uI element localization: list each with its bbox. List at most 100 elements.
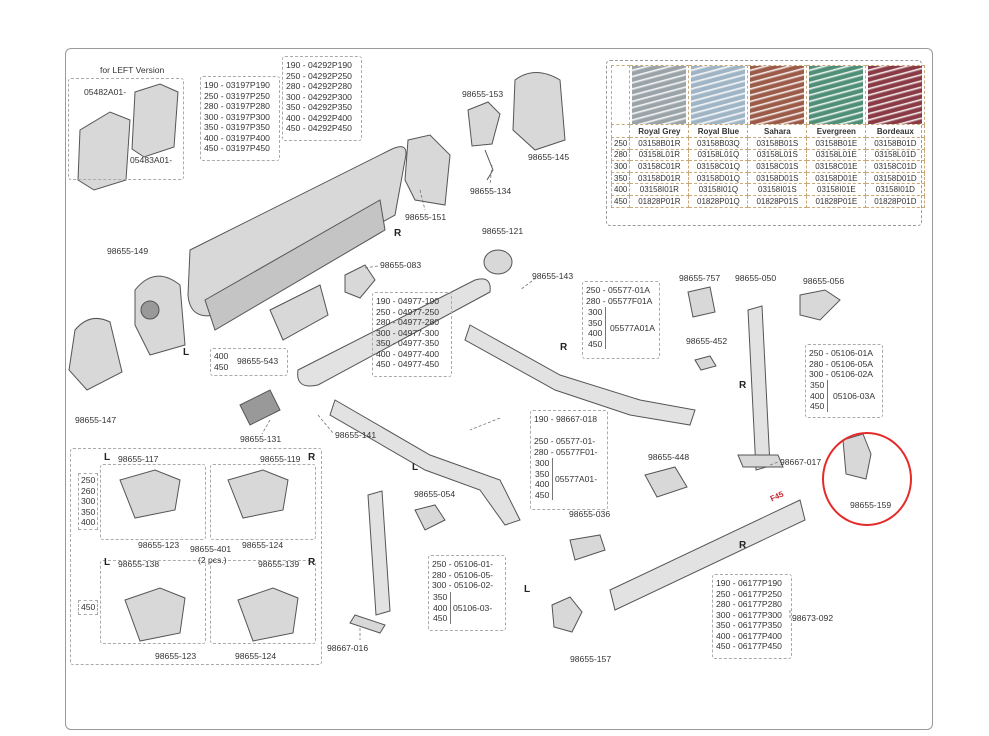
- part-98655-401: 98655-401: [190, 544, 232, 554]
- highlight-circle: [822, 432, 912, 526]
- arm-left-sizes: 300 350 400 450: [535, 458, 554, 500]
- sizes-117: 250 260 300 350 400: [78, 473, 99, 530]
- color-cell: 03158B01R: [629, 137, 690, 150]
- color-cell: 280: [610, 148, 631, 162]
- part-98667-016: 98667-016: [327, 643, 369, 653]
- part-98655-123-b: 98655-123: [155, 651, 197, 661]
- color-cell: 03158B01S: [747, 137, 808, 150]
- diagram-frame: [65, 48, 933, 730]
- color-cell: 03158I01E: [806, 183, 867, 196]
- group-139-side: R: [308, 557, 316, 568]
- color-cell: 03158L01R: [629, 148, 690, 162]
- part-98655-036: 98655-036: [569, 509, 611, 519]
- color-cell: 03158L01E: [806, 148, 867, 162]
- part-05483A01: 05483A01-: [130, 155, 173, 165]
- part-98655-056: 98655-056: [803, 276, 845, 286]
- left-version-label: for LEFT Version: [100, 65, 165, 75]
- color-cell: 03158D01S: [747, 171, 808, 185]
- color-cell: 350: [610, 171, 631, 185]
- group-119-side: R: [308, 452, 316, 463]
- color-cell: 03158L01S: [747, 148, 808, 162]
- arm-left-top: 250 - 05577-01- 280 - 05577F01-: [534, 436, 598, 457]
- color-cell: 03158I01S: [747, 183, 808, 196]
- color-cell: 01828P01D: [865, 194, 926, 208]
- case-list: 190 - 04292P190 250 - 04292P250 280 - 04…: [286, 60, 352, 133]
- leg-right-sizes: 350 400 450: [810, 380, 829, 412]
- side-l-3: L: [524, 584, 531, 595]
- arm-left-part: [329, 399, 521, 526]
- color-cell: 450: [610, 194, 631, 208]
- roller-list: 190 - 04977-190 250 - 04977-250 280 - 04…: [376, 296, 440, 369]
- part-98655-143: 98655-143: [532, 271, 574, 281]
- clip-036-part: [569, 534, 606, 561]
- arm-right-code: 05577A01A: [610, 323, 655, 333]
- part-98655-124-b: 98655-124: [235, 651, 277, 661]
- part-98655-050: 98655-050: [735, 273, 777, 283]
- part-98655-121: 98655-121: [482, 226, 524, 236]
- leg-right-code: 05106-03A: [833, 391, 876, 401]
- side-l-1: L: [183, 347, 190, 358]
- part-98655-153: 98655-153: [462, 89, 504, 99]
- color-cell: 01828P01Q: [688, 194, 749, 208]
- leg-right-list-box: [805, 344, 883, 418]
- clip-054-part: [414, 504, 446, 531]
- case-list-box: [282, 56, 362, 141]
- part-98655-147: 98655-147: [75, 415, 117, 425]
- part-98655-083: 98655-083: [380, 260, 422, 270]
- cap-145-part: [512, 72, 566, 151]
- front-profile-list: 190 - 06177P190 250 - 06177P250 280 - 06…: [716, 578, 782, 651]
- part-98655-124-a: 98655-124: [242, 540, 284, 550]
- arm-left-code: 05577A01-: [555, 474, 598, 484]
- part-98655-452: 98655-452: [686, 336, 728, 346]
- color-header-0: [610, 124, 631, 138]
- roller-end-131-part: [239, 389, 281, 426]
- end-piece-149-part: [134, 275, 186, 356]
- swatch-sahara: [750, 66, 805, 124]
- arm-right-list-box: [582, 281, 660, 359]
- front-profile-list-box: [712, 574, 792, 659]
- color-cell: 03158D01E: [806, 171, 867, 185]
- color-cell: 03158D01D: [865, 171, 926, 185]
- leg-right-top: 250 - 05106-01A 280 - 05106-05A 300 - 05…: [809, 348, 874, 379]
- color-cell: 03158C01R: [629, 160, 690, 173]
- clip-083-part: [344, 264, 376, 299]
- left-version-box: [68, 78, 184, 180]
- leg-left-sizes: 350 400 450: [433, 592, 452, 624]
- part-98655-448: 98655-448: [648, 452, 690, 462]
- color-cell: 300: [610, 160, 631, 173]
- color-cell: 03158C01Q: [688, 160, 749, 173]
- color-cell: 400: [610, 183, 631, 196]
- leg-right-part: [747, 305, 771, 471]
- leg-left-list-box: [428, 555, 506, 631]
- swatch-evergreen: [809, 66, 864, 124]
- arm-left-list-box: [530, 410, 608, 510]
- part-98655-757: 98655-757: [679, 273, 721, 283]
- arm-right-top: 250 - 05577-01A 280 - 05577F01A: [586, 285, 653, 306]
- end-cap-bracket-part: [131, 83, 179, 158]
- color-header-2: Royal Blue: [688, 124, 749, 138]
- part-98655-401-qty: (2 pcs.): [198, 555, 227, 565]
- part-98655-151: 98655-151: [405, 212, 447, 222]
- front-profile-part: [609, 499, 806, 611]
- color-cell: 03158L01Q: [688, 148, 749, 162]
- end-cap-left-part: [77, 111, 131, 191]
- group-138-box: [100, 560, 206, 644]
- part-98655-145: 98655-145: [528, 152, 570, 162]
- part-98655-543: 98655-543: [237, 356, 279, 366]
- color-cell: 250: [610, 137, 631, 150]
- color-cell: 03158L01D: [865, 148, 926, 162]
- part-98655-119: 98655-119: [260, 454, 301, 464]
- part-98673-092: 98673-092: [792, 613, 834, 623]
- part-05482A01: 05482A01-: [84, 87, 127, 97]
- color-cell: 03158B01E: [806, 137, 867, 150]
- awning-case-part: [187, 146, 407, 317]
- color-cell: 03158B03Q: [688, 137, 749, 150]
- arm-right-part: [464, 324, 696, 426]
